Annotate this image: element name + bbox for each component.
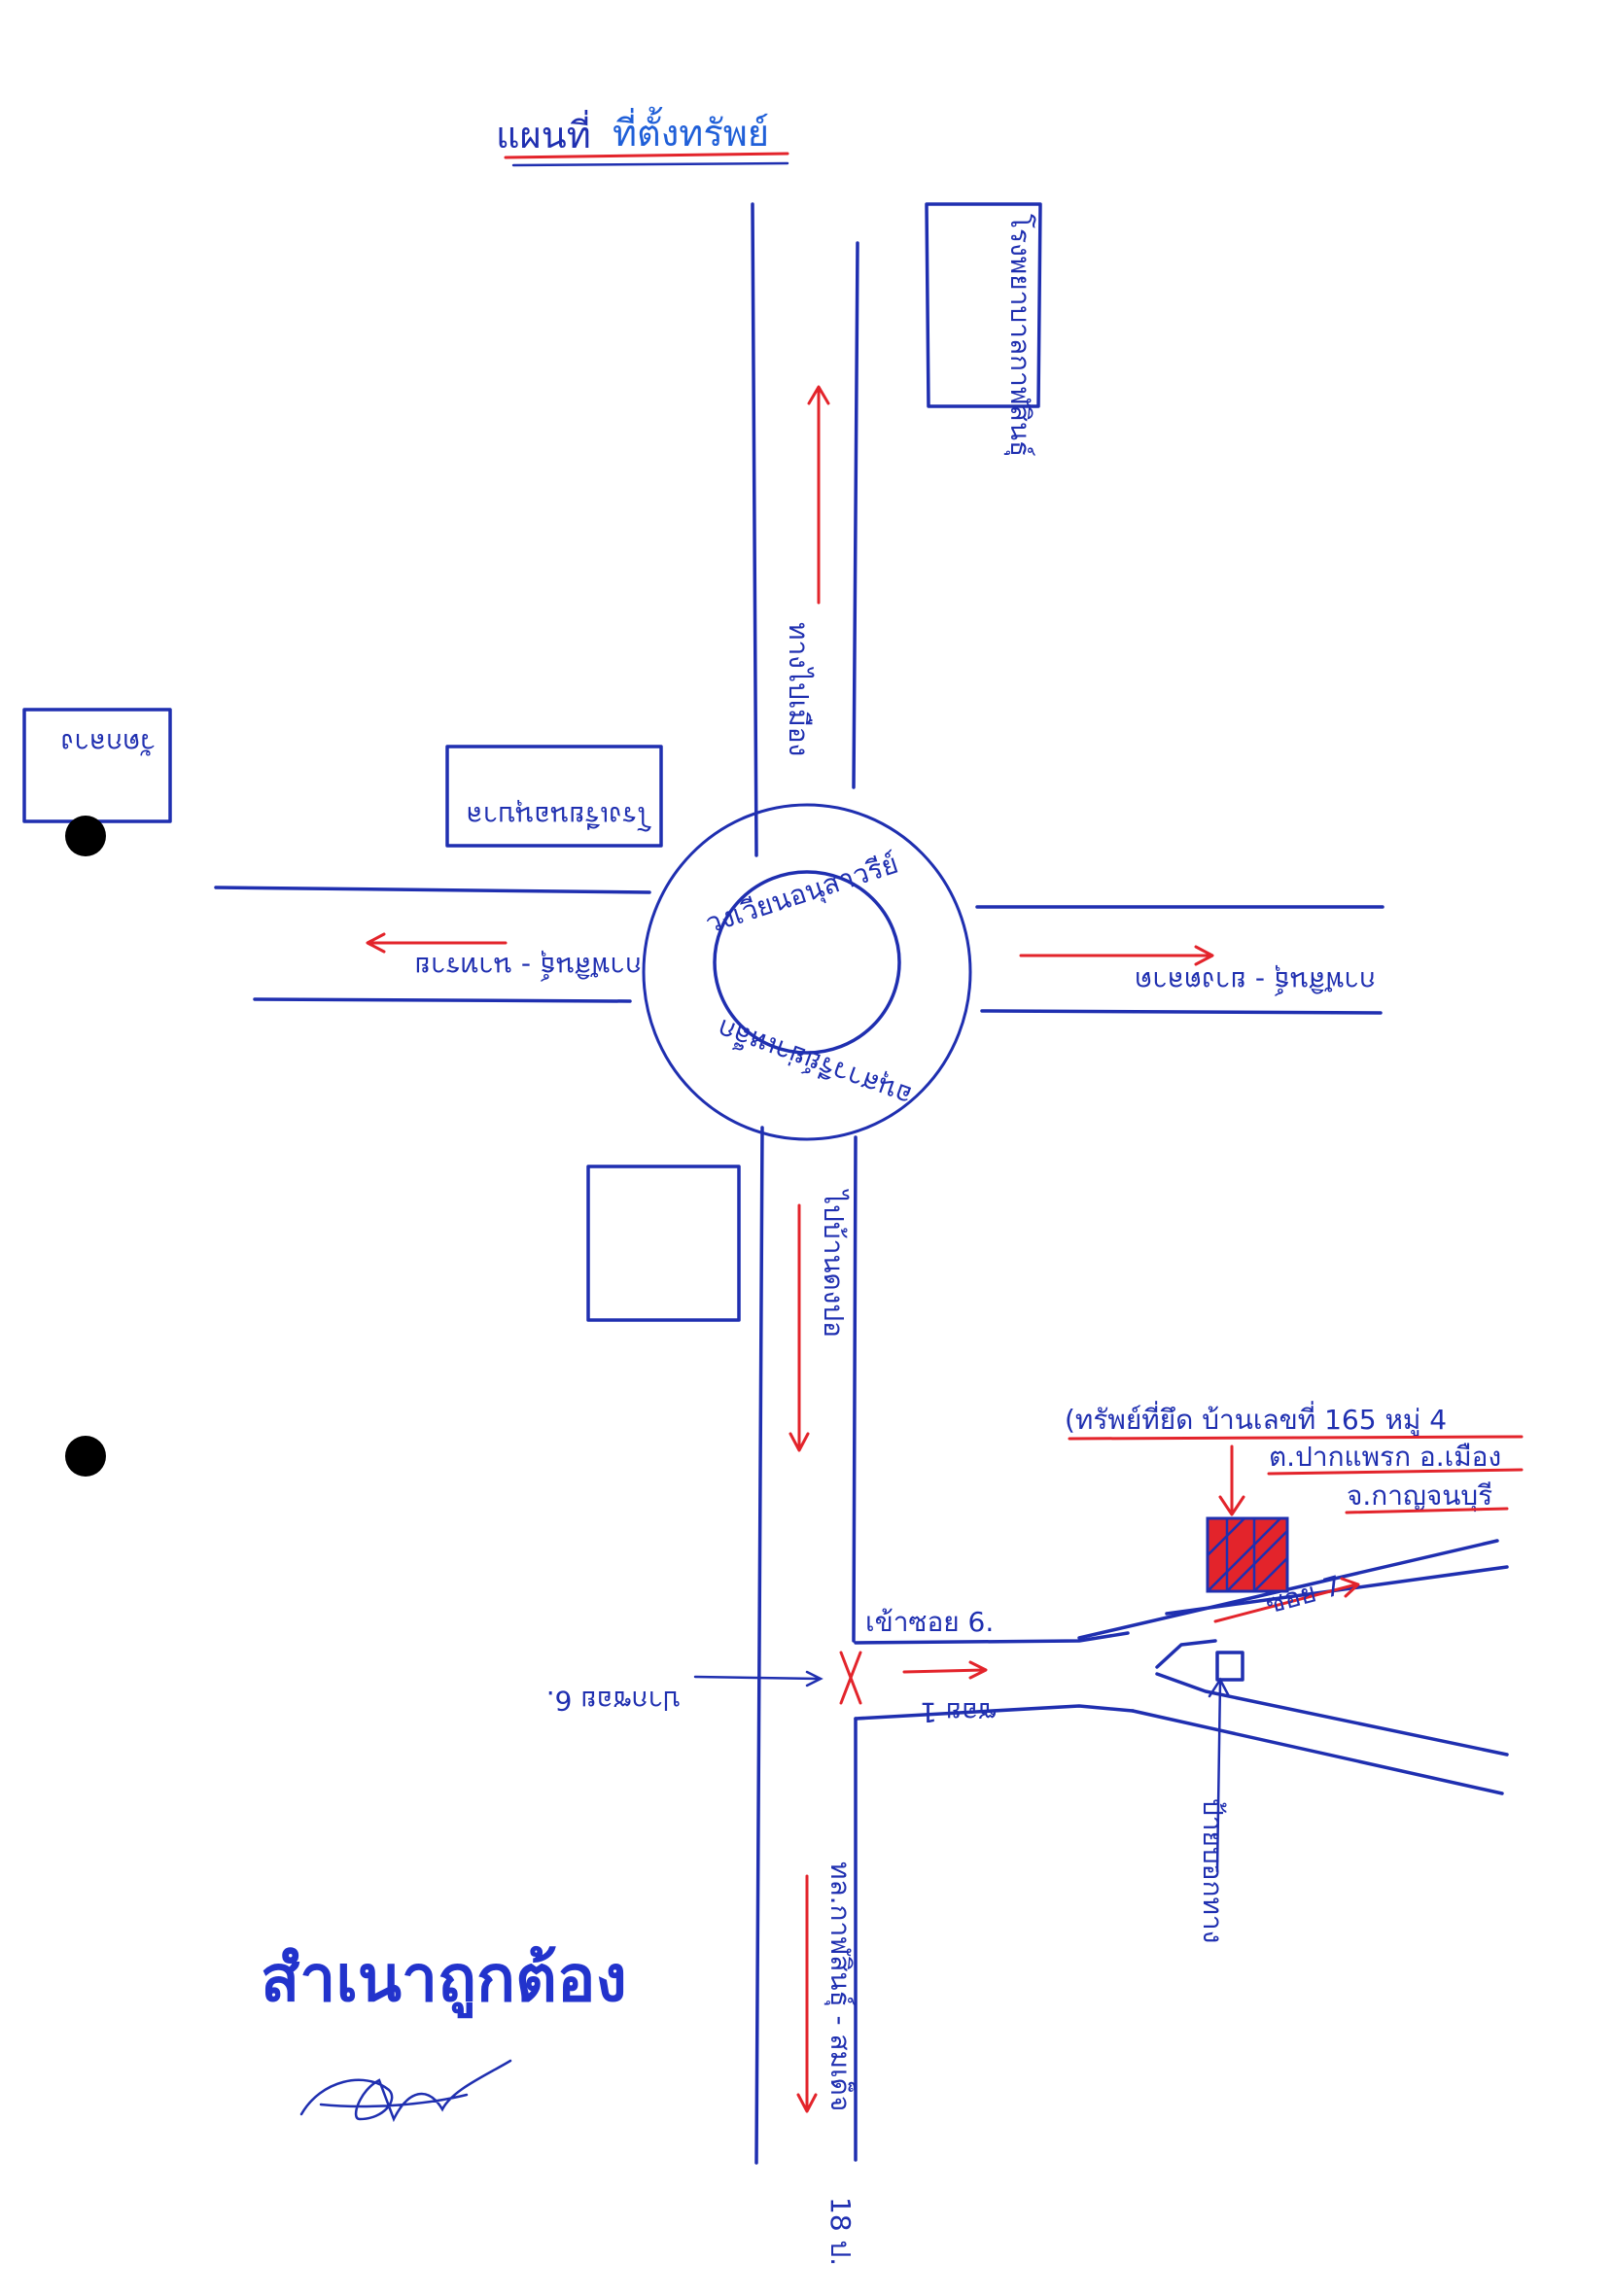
- temple: วัดกลาง: [22, 708, 172, 823]
- soi-entry-label: เข้าซอย 6.: [865, 1606, 994, 1638]
- soi-junction: เข้าซอย 6. ปากซอย 6. ซอย 1: [546, 1606, 1135, 1728]
- west-road: กาฬสินธุ์ - นาทราย: [214, 886, 651, 1003]
- east-road: กาฬสินธุ์ - ยางตลาด: [975, 905, 1384, 1015]
- hospital: โรงพยาบาลกาฬสินธุ์: [925, 202, 1042, 457]
- east-road-label: กาฬสินธุ์ - ยางตลาด: [1135, 964, 1376, 997]
- punch-hole-lower: [65, 1436, 106, 1477]
- temple-label: วัดกลาง: [61, 727, 156, 759]
- soi-1-label: ซอย 1: [920, 1696, 997, 1728]
- soi-6-mark-label: ปากซอย 6.: [546, 1685, 681, 1717]
- branch-roads: ซอย 7 ป้ายบอกทาง: [1077, 1539, 1509, 1943]
- certified-copy-stamp: สำเนาถูกต้อง: [261, 1941, 627, 2019]
- signature-icon: [299, 2059, 512, 2123]
- property: (ทรัพย์ที่ยึด บ้านเลขที่ 165 หมู่ 4 ต.ปา…: [1065, 1401, 1524, 1593]
- property-marker-icon: [1206, 1516, 1289, 1593]
- roundabout-bottom-label: อนุสาวรีย์ย่าเหล็ก: [713, 1012, 917, 1114]
- highway-number: 18 ป.: [824, 2197, 857, 2266]
- roundabout-top-label: วงเวียนอนุสาวรีย์: [701, 848, 902, 941]
- punch-hole-upper: [65, 816, 106, 856]
- map-title: แผนที่ ที่ตั้งทรัพย์: [496, 106, 789, 167]
- north-road-label: ทางไปเมือง: [783, 622, 815, 756]
- west-road-label: กาฬสินธุ์ - นาทราย: [414, 950, 642, 983]
- south-road-upper-label: ไปบ้านดงปอ: [818, 1189, 850, 1338]
- title-part1: แผนที่: [496, 110, 591, 157]
- property-line2: ต.ปากแพรก อ.เมือง: [1269, 1441, 1501, 1473]
- sign-note-label: ป้ายบอกทาง: [1197, 1798, 1229, 1943]
- title-part2: ที่ตั้งทรัพย์: [613, 106, 769, 155]
- stamp-text: สำเนาถูกต้อง: [261, 1941, 627, 2019]
- property-line1: (ทรัพย์ที่ยึด บ้านเลขที่ 165 หมู่ 4: [1065, 1401, 1447, 1437]
- school: โรงเรียนอนุบาล: [445, 745, 663, 848]
- building-block: [586, 1165, 741, 1322]
- highway-label: ทล.กาฬสินธุ์ - สมเด็จ: [824, 1861, 858, 2111]
- title-underline-blue: [511, 161, 789, 167]
- soi-entry-mark: [839, 1651, 862, 1705]
- hospital-label: โรงพยาบาลกาฬสินธุ์: [1003, 214, 1036, 457]
- south-road: ไปบ้านดงปอ ทล.กาฬสินธุ์ - สมเด็จ 18 ป.: [754, 1126, 858, 2266]
- school-label: โรงเรียนอนุบาล: [466, 799, 651, 832]
- sign-post: [1215, 1651, 1244, 1682]
- north-road: ทางไปเมือง: [751, 202, 859, 857]
- roundabout: วงเวียนอนุสาวรีย์ อนุสาวรีย์ย่าเหล็ก: [642, 803, 972, 1141]
- property-line3: จ.กาญจนบุรี: [1347, 1479, 1492, 1513]
- title-underline-red: [504, 152, 789, 159]
